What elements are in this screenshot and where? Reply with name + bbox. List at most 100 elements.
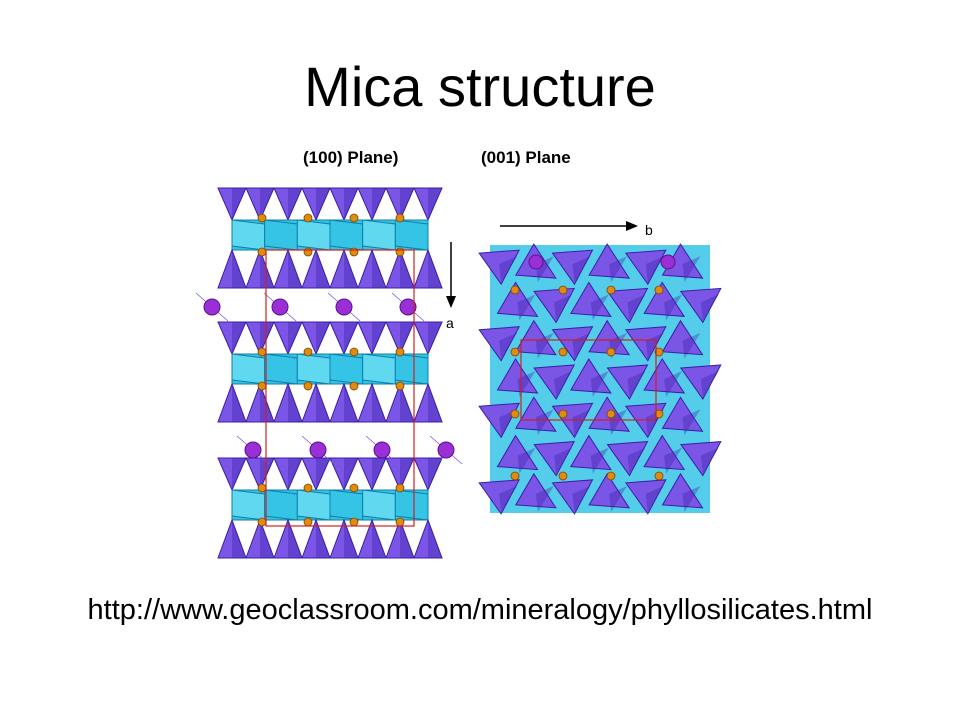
tetrahedron-shade	[344, 384, 358, 422]
tetrahedron	[515, 319, 557, 356]
tetrahedron	[679, 364, 722, 400]
tetrahedron-shade	[344, 520, 358, 558]
interlayer-cation	[660, 254, 676, 270]
tetrahedron	[329, 321, 359, 356]
interlayer-cation	[437, 441, 455, 459]
tetrahedron	[329, 382, 359, 423]
interlayer-cation	[399, 298, 417, 316]
hydroxyl-site	[606, 409, 616, 419]
tetrahedron-shade	[499, 256, 518, 283]
tetrahedron	[245, 457, 275, 492]
tetrahedron	[273, 457, 303, 492]
hydroxyl-site	[606, 347, 616, 357]
tetrahedron-shade	[664, 447, 683, 474]
tetrahedron-shade	[627, 447, 646, 474]
tetrahedron	[329, 248, 359, 289]
hydroxyl-site	[349, 247, 359, 257]
tetrahedron	[217, 248, 247, 289]
tetrahedron-shade	[232, 520, 246, 558]
tetrahedron-shade	[590, 447, 609, 474]
octahedron	[264, 353, 298, 385]
tetrahedron-shade	[664, 371, 683, 397]
tetrahedron-shade	[372, 322, 386, 354]
tetrahedron	[533, 441, 576, 477]
tetrahedron-shade	[535, 409, 554, 436]
tetrahedron-shade	[316, 188, 330, 220]
hydroxyl-site	[395, 381, 405, 391]
tetrahedron	[551, 249, 594, 286]
tetrahedron-shade	[344, 322, 358, 354]
tetrahedron-shade	[372, 250, 386, 288]
tetrahedron-shade	[260, 188, 274, 220]
hydroxyl-site	[257, 517, 267, 527]
octahedron	[329, 489, 364, 521]
interlayer-cation	[244, 441, 262, 459]
tetrahedron	[496, 358, 539, 394]
tetrahedron	[588, 243, 631, 279]
tetrahedron-shade	[288, 188, 302, 220]
tetrahedron-shade	[609, 485, 628, 512]
tetrahedron-shade	[627, 371, 646, 397]
tetrahedron	[588, 472, 631, 509]
tetrahedron-shade	[535, 485, 554, 512]
tetrahedron-shade	[288, 458, 302, 490]
unit-cell-outline	[265, 249, 415, 527]
tetrahedron	[515, 396, 557, 432]
hydroxyl-site	[654, 471, 664, 481]
tetrahedron-shade	[400, 188, 414, 220]
tetrahedron-shade	[627, 294, 646, 321]
tetrahedron-shade	[260, 458, 274, 490]
hydroxyl-site	[395, 517, 405, 527]
tetrahedron-shade	[316, 250, 330, 288]
tetrahedron	[329, 457, 359, 492]
tetrahedron	[301, 187, 331, 222]
hydroxyl-site	[349, 483, 359, 493]
tetrahedron	[643, 358, 686, 394]
octahedron	[362, 219, 396, 251]
tetrahedron	[273, 248, 303, 289]
tetrahedron-shade	[288, 250, 302, 288]
tetrahedron	[301, 321, 331, 356]
octahedron	[296, 353, 331, 385]
tetrahedron-shade	[400, 250, 414, 288]
tetrahedron	[606, 441, 649, 477]
tetrahedron	[357, 321, 387, 356]
tetrahedron	[643, 281, 686, 318]
tetrahedron-shade	[344, 188, 358, 220]
octahedron	[362, 489, 396, 521]
hydroxyl-site	[510, 409, 520, 419]
tetrahedron-shade	[344, 458, 358, 490]
tetrahedron-shade	[682, 409, 701, 436]
tetrahedron	[385, 321, 415, 356]
tetrahedron	[624, 326, 667, 362]
tetrahedron-shade	[428, 458, 442, 490]
tetrahedron	[217, 518, 247, 559]
tetrahedron-shade	[372, 384, 386, 422]
crystal-axes: b a	[446, 221, 653, 331]
hydroxyl-site	[395, 213, 405, 223]
interlayer-cation	[203, 298, 221, 316]
hydroxyl-site	[654, 285, 664, 295]
plane-001-structure	[478, 243, 722, 515]
b-axis-label: b	[645, 222, 653, 238]
tetrahedron-shade	[400, 520, 414, 558]
source-url[interactable]: http://www.geoclassroom.com/mineralogy/p…	[87, 594, 873, 626]
tetrahedron-shade	[664, 294, 683, 321]
tetrahedron	[570, 434, 612, 471]
tetrahedron	[273, 518, 303, 559]
octahedron	[231, 219, 266, 251]
tetrahedron	[385, 248, 415, 289]
octahedron	[231, 353, 266, 385]
tetrahedron	[413, 187, 443, 222]
tetrahedron-shade	[288, 322, 302, 354]
plane-100-structure	[195, 187, 463, 559]
tetrahedron-shade	[572, 409, 591, 436]
tetrahedron	[679, 441, 722, 477]
slide-title: Mica structure	[304, 55, 656, 118]
octahedron	[264, 219, 298, 251]
tetrahedron	[606, 364, 649, 400]
tetrahedron	[217, 187, 247, 222]
tetrahedron	[413, 321, 443, 356]
tetrahedron-shade	[572, 256, 591, 283]
octahedron	[394, 219, 429, 251]
